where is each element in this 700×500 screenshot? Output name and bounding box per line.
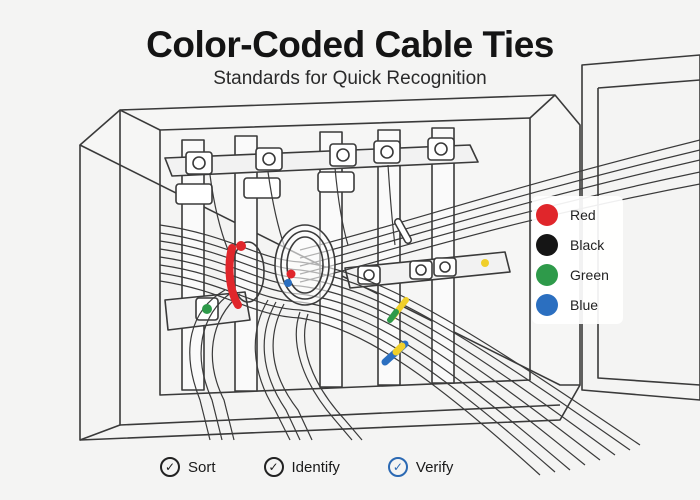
legend-item-black: Black <box>536 230 609 260</box>
check-circle-icon: ✓ <box>263 457 284 477</box>
blue-yellow-cable-tie <box>381 340 409 366</box>
blue-marker-dot <box>284 279 292 287</box>
action-label: Sort <box>188 458 216 476</box>
legend-label: Green <box>570 267 609 283</box>
color-legend: Red Black Green Blue <box>532 196 623 324</box>
legend-item-green: Green <box>536 260 609 290</box>
legend-label: Blue <box>570 297 599 313</box>
action-verify: ✓ Verify <box>387 457 454 477</box>
legend-item-red: Red <box>536 200 609 230</box>
green-swatch-icon <box>536 264 558 286</box>
page-title: Color-Coded Cable Ties <box>146 24 554 65</box>
green-marker-dot <box>202 304 212 314</box>
action-label: Identify <box>291 458 340 476</box>
page-subtitle: Standards for Quick Recognition <box>213 68 487 89</box>
legend-label: Black <box>570 237 605 253</box>
white-cable-tie <box>394 218 412 244</box>
action-bar: ✓ Sort ✓ Identify ✓ Verify <box>160 455 501 479</box>
action-identify: ✓ Identify <box>263 457 340 477</box>
action-label: Verify <box>415 458 454 476</box>
red-cable-tie <box>225 241 246 309</box>
black-swatch-icon <box>536 234 558 256</box>
red-swatch-icon <box>536 204 558 226</box>
check-circle-icon: ✓ <box>160 457 180 477</box>
legend-item-blue: Blue <box>536 290 609 320</box>
action-sort: ✓ Sort <box>160 457 216 477</box>
yellow-green-cable-tie <box>387 297 409 323</box>
check-circle-icon: ✓ <box>387 457 408 477</box>
blue-swatch-icon <box>536 294 558 316</box>
red-marker-dot <box>286 269 296 279</box>
legend-label: Red <box>570 207 596 223</box>
yellow-marker-dot <box>481 259 489 267</box>
